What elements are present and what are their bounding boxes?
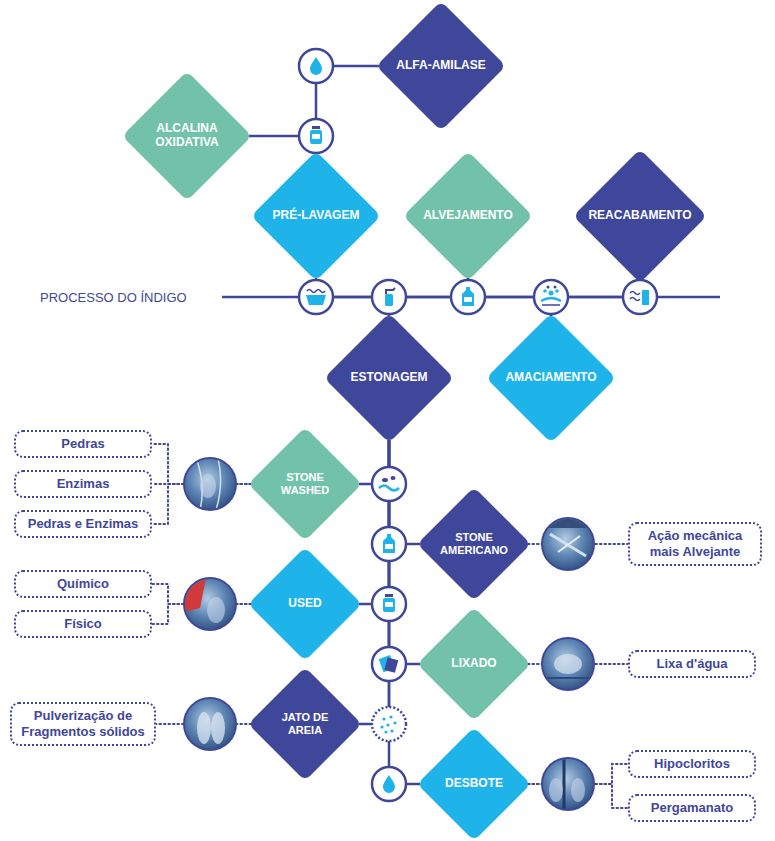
process-diamond: ALCALINA OXIDATIVA xyxy=(125,74,249,198)
denim-photo xyxy=(542,638,594,690)
node-text: Enzimas xyxy=(57,476,110,492)
process-diamond: REACABAMENTO xyxy=(576,152,704,280)
process-diamond: PRÉ-LAVAGEM xyxy=(254,154,378,278)
diamond-fill xyxy=(258,557,352,651)
process-diamond: ALFA-AMILASE xyxy=(379,4,503,128)
node-text: JATO DE AREIA xyxy=(265,711,345,736)
method-box: Hipocloritos xyxy=(628,750,756,778)
step-icon xyxy=(372,647,406,681)
step-icon xyxy=(451,280,485,314)
process-diamond: AMACIAMENTO xyxy=(489,316,613,440)
step-icon xyxy=(299,49,333,83)
denim-photo xyxy=(184,458,236,510)
process-diamond: USED xyxy=(251,550,359,658)
diamond-fill xyxy=(427,497,521,591)
diamond-fill xyxy=(261,161,371,271)
node-text: Pergamanato xyxy=(651,800,733,816)
process-diamond: ALVEJAMENTO xyxy=(406,154,530,278)
process-diamond: ESTONAGEM xyxy=(327,316,451,440)
process-diamond: LIXADO xyxy=(420,610,528,718)
diamond-fill xyxy=(334,323,444,433)
node-text: Físico xyxy=(64,616,102,632)
node-text: PRÉ-LAVAGEM xyxy=(273,209,360,223)
node-text: ALVEJAMENTO xyxy=(423,209,513,223)
method-box: Pedras e Enzimas xyxy=(14,510,152,538)
step-icon xyxy=(372,467,406,501)
node-text: Hipocloritos xyxy=(654,756,730,772)
process-diamond: JATO DE AREIA xyxy=(251,670,359,778)
diamond-fill xyxy=(258,437,352,531)
node-text: LIXADO xyxy=(451,657,496,671)
step-icon xyxy=(623,280,657,314)
node-text: AMACIAMENTO xyxy=(505,371,596,385)
node-text: DESBOTE xyxy=(445,777,503,791)
diamond-fill xyxy=(413,161,523,271)
node-text: Pulverização de Fragmentos sólidos xyxy=(18,708,148,739)
method-box: Pergamanato xyxy=(628,794,756,822)
step-icon xyxy=(534,280,568,314)
step-icon xyxy=(372,280,406,314)
diamond-fill xyxy=(132,81,242,191)
method-box: Pedras xyxy=(14,430,152,458)
step-icon xyxy=(372,707,406,741)
diamond-fill xyxy=(258,677,352,771)
step-icon xyxy=(299,280,333,314)
node-text: Químico xyxy=(57,576,109,592)
process-diamond: DESBOTE xyxy=(420,730,528,838)
diamond-fill xyxy=(496,323,606,433)
diamond-fill xyxy=(583,159,697,273)
method-box: Químico xyxy=(14,570,152,598)
axis-label: PROCESSO DO ÍNDIGO xyxy=(40,290,187,305)
step-icon xyxy=(299,119,333,153)
node-text: Pedras e Enzimas xyxy=(28,516,139,532)
step-icon xyxy=(372,767,406,801)
denim-photo xyxy=(542,758,594,810)
denim-photo xyxy=(184,578,236,630)
node-text: ALFA-AMILASE xyxy=(396,59,485,73)
node-text: REACABAMENTO xyxy=(588,209,691,223)
node-text: ESTONAGEM xyxy=(350,371,427,385)
denim-photo xyxy=(542,518,594,570)
method-box: Enzimas xyxy=(14,470,152,498)
diamond-fill xyxy=(427,617,521,711)
diamond-fill xyxy=(386,11,496,121)
node-text: STONE WASHED xyxy=(265,471,345,496)
node-text: USED xyxy=(288,597,321,611)
node-text: ALCALINA OXIDATIVA xyxy=(145,122,229,150)
process-diamond: STONE WASHED xyxy=(251,430,359,538)
process-diamond: STONE AMERICANO xyxy=(420,490,528,598)
denim-photo xyxy=(184,698,236,750)
node-text: STONE AMERICANO xyxy=(434,531,514,556)
step-icon xyxy=(372,587,406,621)
method-box: Ação mecânica mais Alvejante xyxy=(628,522,762,565)
step-icon xyxy=(372,527,406,561)
node-text: Pedras xyxy=(61,436,104,452)
node-text: Ação mecânica mais Alvejante xyxy=(636,528,754,559)
method-box: Lixa d'água xyxy=(628,650,756,678)
node-text: Lixa d'água xyxy=(657,656,728,672)
method-box: Pulverização de Fragmentos sólidos xyxy=(10,702,156,745)
method-box: Físico xyxy=(14,610,152,638)
diamond-fill xyxy=(427,737,521,831)
connector-line xyxy=(359,440,389,604)
